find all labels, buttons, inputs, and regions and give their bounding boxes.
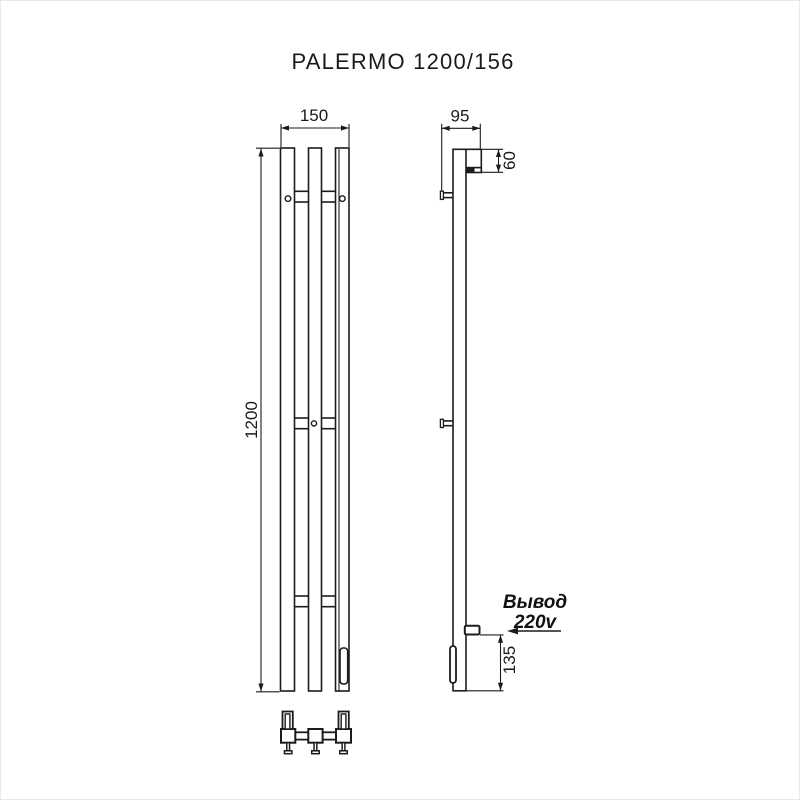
heating-element-side bbox=[449, 645, 457, 684]
plan-bracket-left bbox=[281, 710, 294, 730]
screw-hole-top-right bbox=[338, 195, 346, 203]
width-label: 150 bbox=[300, 106, 328, 125]
height-label: 1200 bbox=[242, 401, 261, 439]
plan-feet bbox=[283, 741, 348, 755]
wall-tab-top bbox=[439, 190, 453, 201]
plan-middle-bar bbox=[307, 728, 324, 744]
drawing-title: PALERMO 1200/156 bbox=[291, 49, 514, 74]
depth-label: 95 bbox=[451, 107, 470, 126]
power-arrow bbox=[507, 627, 518, 635]
heating-element-front bbox=[339, 647, 349, 685]
plan-right-bar bbox=[335, 728, 352, 744]
bracket-offset-label: 60 bbox=[500, 151, 519, 170]
dimension-bracket-offset: 60 bbox=[481, 148, 519, 173]
front-view bbox=[279, 147, 350, 692]
dimension-width: 150 bbox=[280, 106, 350, 147]
plan-left-bar bbox=[280, 728, 297, 744]
plan-bracket-right bbox=[337, 710, 350, 730]
power-label-line1: Вывод bbox=[503, 592, 568, 613]
screw-hole-top-left bbox=[284, 195, 292, 203]
wall-tab-middle bbox=[439, 418, 453, 429]
top-connectors bbox=[294, 190, 336, 203]
dimension-depth: 95 bbox=[441, 107, 481, 191]
front-right-bar bbox=[334, 147, 350, 692]
front-left-bar bbox=[279, 147, 296, 692]
outlet-offset-label: 135 bbox=[500, 646, 519, 674]
middle-connectors bbox=[294, 417, 336, 430]
bottom-connectors bbox=[294, 595, 336, 608]
side-bar bbox=[452, 148, 467, 692]
power-callout: Вывод 220v bbox=[503, 592, 568, 635]
power-label-line2: 220v bbox=[513, 612, 558, 633]
screw-hole-middle bbox=[310, 420, 318, 427]
side-view bbox=[439, 148, 504, 692]
bottom-view bbox=[280, 710, 352, 755]
front-middle-bar bbox=[307, 147, 323, 692]
power-outlet-box bbox=[463, 624, 481, 636]
dimension-height: 1200 bbox=[242, 147, 280, 693]
dimension-outlet-offset: 135 bbox=[480, 634, 519, 691]
